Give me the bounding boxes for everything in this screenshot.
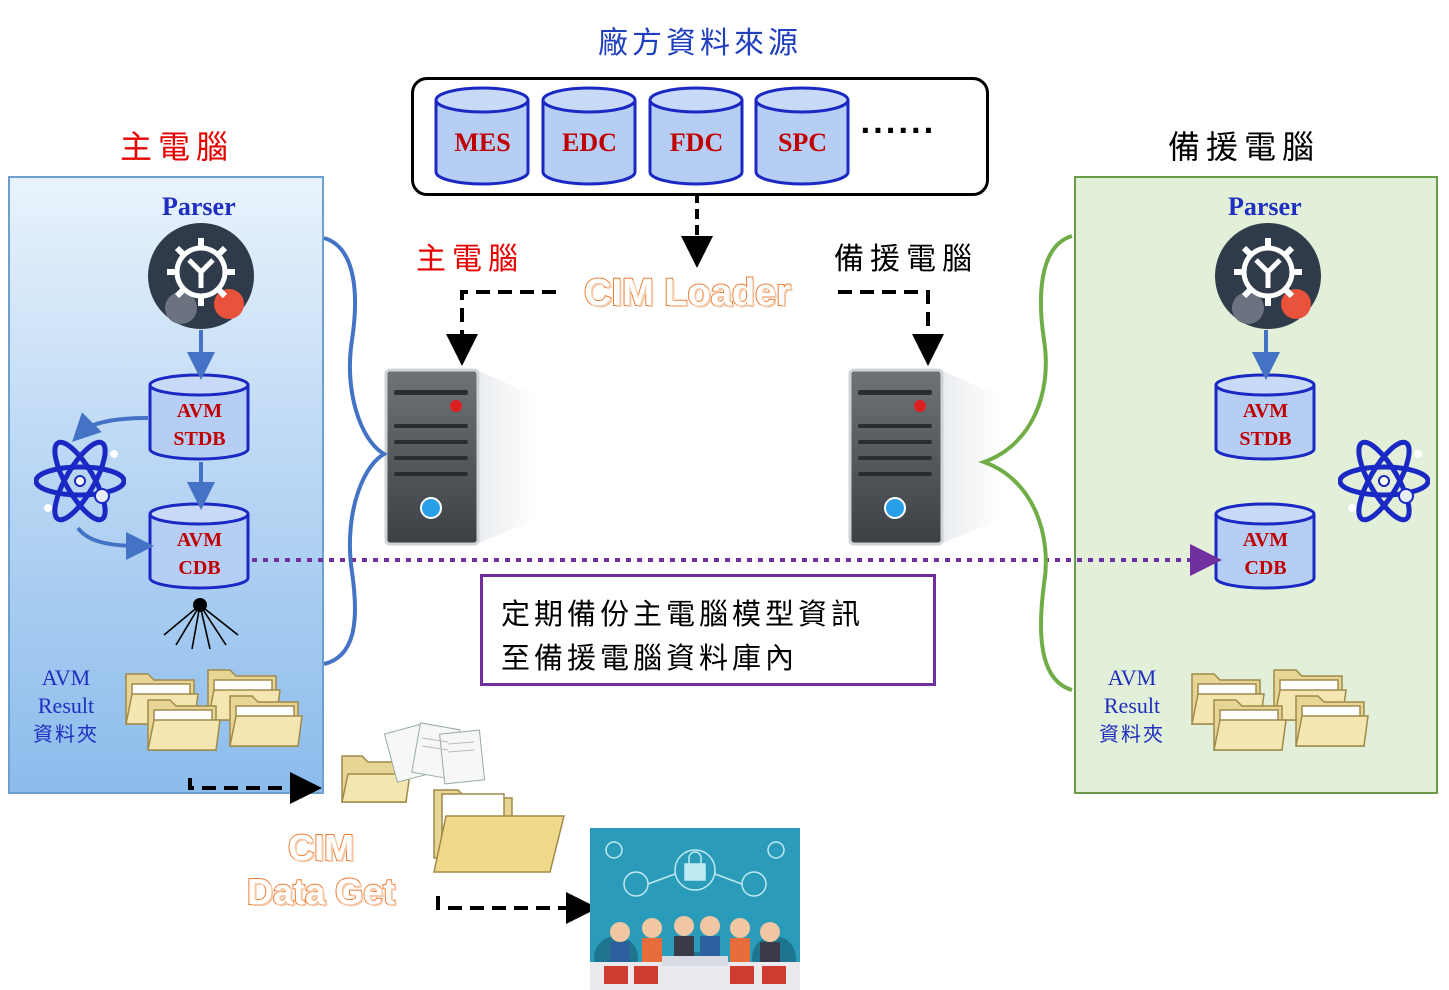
main-result-line3: 資料夾	[33, 722, 99, 746]
backup-parser-label: Parser	[1228, 192, 1302, 221]
main-stdb-line1: AVM	[176, 400, 223, 422]
distribution-icon	[160, 597, 240, 657]
main-model-atom-icon	[33, 432, 127, 534]
main-cdb-database-icon: AVM CDB	[148, 502, 251, 590]
main-pc-heading: 主電腦	[120, 128, 235, 166]
main-cdb-line2: CDB	[178, 557, 221, 579]
backup-cdb-line1: AVM	[1242, 529, 1289, 551]
main-cdb-line1: AVM	[176, 529, 223, 551]
team-network-illustration	[590, 828, 800, 990]
main-result-folders-icon	[122, 664, 312, 762]
main-server-icon	[384, 368, 544, 550]
backup-result-label: AVM Result 資料夾	[1086, 664, 1178, 748]
spc-label: SPC	[777, 128, 828, 157]
backup-result-line2: Result	[1103, 693, 1161, 718]
note-line-1: 定期備份主電腦模型資訊	[501, 597, 865, 631]
cim-data-get-label: CIM Data Get	[236, 826, 406, 914]
main-result-label: AVM Result 資料夾	[20, 664, 112, 748]
flying-documents-icon	[338, 722, 568, 886]
backup-server-icon	[848, 368, 1008, 550]
backup-pc-heading: 備援電腦	[1168, 128, 1321, 166]
more-sources-ellipsis: ······	[860, 114, 936, 147]
center-backup-pc-label: 備援電腦	[834, 242, 978, 277]
cim-data-get-line2: Data Get	[246, 870, 396, 913]
spc-database-icon: SPC	[754, 86, 851, 186]
backup-note-box: 定期備份主電腦模型資訊 至備援電腦資料庫內	[480, 574, 936, 686]
mes-label: MES	[454, 128, 511, 157]
main-result-line2: Result	[37, 693, 95, 718]
backup-parser-gear-icon	[1212, 222, 1324, 334]
main-stdb-line2: STDB	[173, 428, 226, 450]
backup-stdb-line1: AVM	[1242, 400, 1289, 422]
backup-result-line1: AVM	[1107, 665, 1157, 690]
fdc-label: FDC	[669, 128, 724, 157]
mes-database-icon: MES	[434, 86, 531, 186]
edc-database-icon: EDC	[541, 86, 638, 186]
data-source-box: MES EDC FDC SPC ······	[411, 77, 989, 196]
backup-stdb-line2: STDB	[1239, 428, 1292, 450]
backup-stdb-database-icon: AVM STDB	[1214, 373, 1317, 461]
cim-loader-label: CIM Loader	[583, 271, 792, 315]
backup-cdb-database-icon: AVM CDB	[1214, 502, 1317, 590]
note-line-2: 至備援電腦資料庫內	[501, 641, 799, 675]
main-parser-label: Parser	[162, 192, 236, 221]
edc-label: EDC	[562, 128, 617, 157]
fdc-database-icon: FDC	[648, 86, 745, 186]
data-source-title: 廠方資料來源	[598, 26, 802, 61]
backup-result-folders-icon	[1188, 664, 1378, 762]
center-main-pc-label: 主電腦	[416, 242, 524, 277]
backup-model-atom-icon	[1337, 432, 1431, 534]
cim-data-get-line1: CIM	[287, 826, 355, 869]
backup-result-line3: 資料夾	[1099, 722, 1165, 746]
main-result-line1: AVM	[41, 665, 91, 690]
backup-cdb-line2: CDB	[1244, 557, 1287, 579]
main-stdb-database-icon: AVM STDB	[148, 373, 251, 461]
main-parser-gear-icon	[145, 222, 257, 334]
